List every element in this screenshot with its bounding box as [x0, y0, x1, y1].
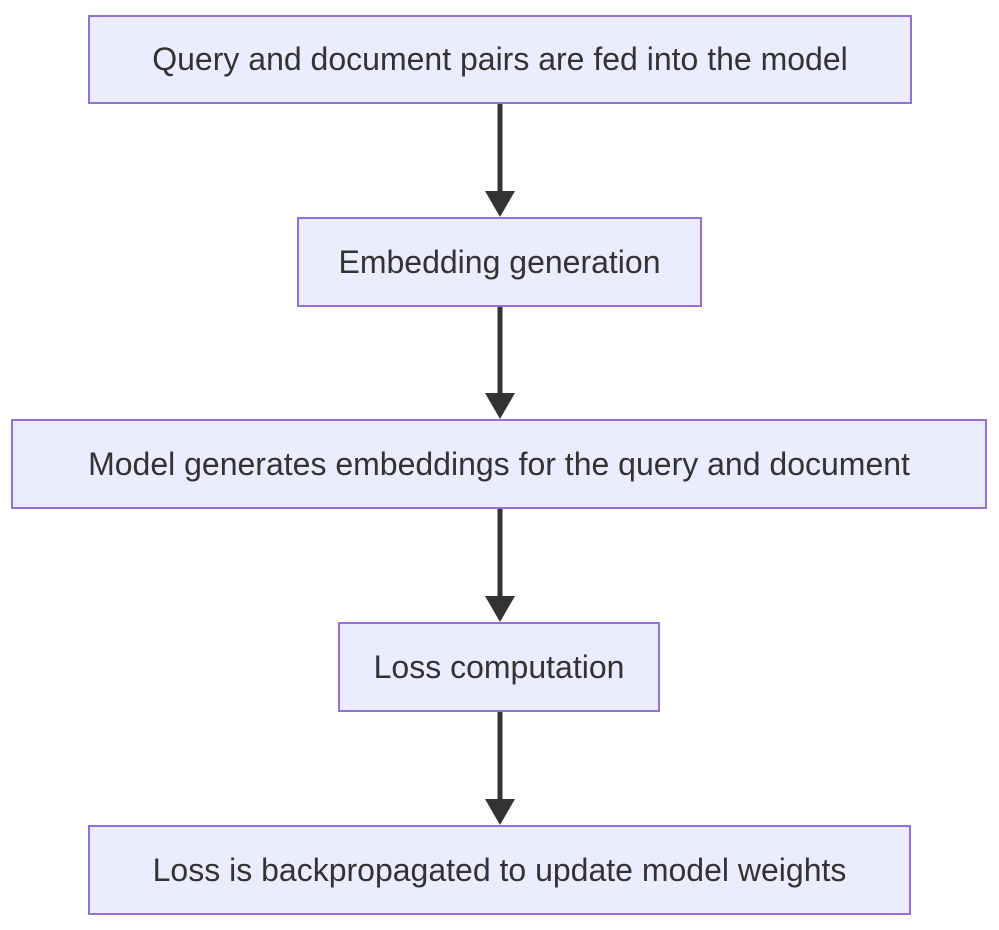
arrowhead-down-icon — [485, 596, 515, 622]
arrow-line — [497, 509, 503, 600]
arrow-line — [497, 712, 503, 803]
flow-arrow-1 — [485, 104, 515, 217]
arrowhead-down-icon — [485, 191, 515, 217]
arrow-line — [497, 104, 503, 195]
arrowhead-down-icon — [485, 393, 515, 419]
flow-arrow-3 — [485, 509, 515, 622]
flow-node-embedding-generation: Embedding generation — [297, 217, 702, 307]
flow-node-loss-computation: Loss computation — [338, 622, 660, 712]
arrow-line — [497, 307, 503, 397]
flow-node-backpropagation: Loss is backpropagated to update model w… — [88, 825, 911, 915]
flow-node-input-pairs: Query and document pairs are fed into th… — [88, 15, 912, 104]
arrowhead-down-icon — [485, 799, 515, 825]
flow-arrow-2 — [485, 307, 515, 419]
flow-arrow-4 — [485, 712, 515, 825]
flow-node-model-generates-embeddings: Model generates embeddings for the query… — [11, 419, 987, 509]
